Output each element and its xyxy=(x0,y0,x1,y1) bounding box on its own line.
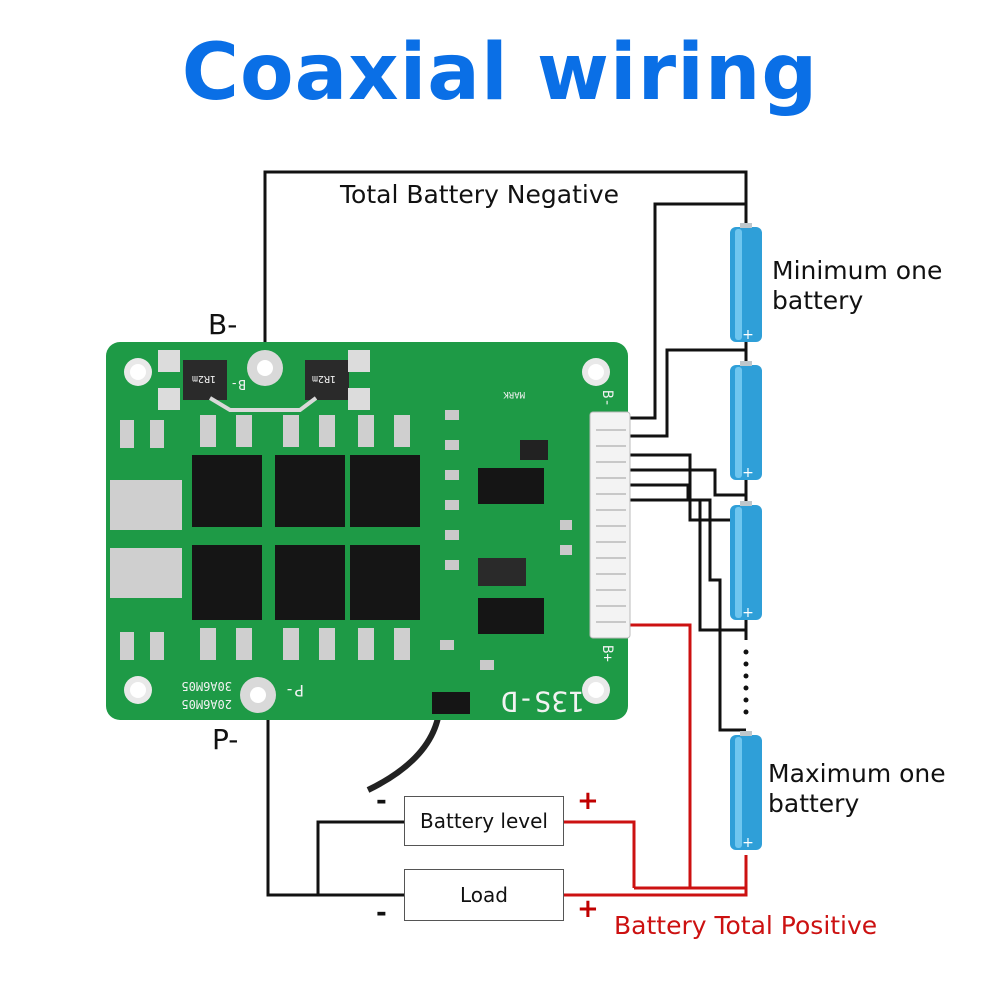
total-negative-label: Total Battery Negative xyxy=(340,180,620,209)
pcb-model-label: 13S-D xyxy=(501,685,585,718)
battery-level-label: Battery level xyxy=(420,809,548,833)
sense-wire-2 xyxy=(628,348,746,438)
pcb-code-1: 30A6M05 xyxy=(181,679,232,693)
min-battery-label: Minimum one battery xyxy=(772,256,943,315)
pcb-res-1: 1R2m xyxy=(192,373,216,384)
total-positive-wire xyxy=(562,855,748,897)
sense-wire-4 xyxy=(628,468,746,522)
load-minus-sign: - xyxy=(376,898,387,928)
diagram-title: Coaxial wiring xyxy=(181,28,819,118)
total-positive-label: Battery Total Positive xyxy=(614,911,878,940)
pcb-code-2: 20A6M05 xyxy=(181,697,232,711)
svg-text:+: + xyxy=(742,835,754,851)
positive-wires xyxy=(562,623,748,897)
load-box: Load xyxy=(404,869,564,921)
battery-level-minus-sign: - xyxy=(376,786,387,816)
b-minus-label: B- xyxy=(208,308,238,341)
battery-level-positive-wire xyxy=(562,820,636,888)
battery-cell-2: + xyxy=(730,361,762,481)
battery-level-box: Battery level xyxy=(404,796,564,846)
b-plus-sense-wire xyxy=(628,623,692,888)
sense-wire-6 xyxy=(628,498,746,732)
battery-cell-1: + xyxy=(730,223,762,343)
sense-wire-3 xyxy=(628,453,746,497)
more-cells-dots xyxy=(743,649,749,715)
battery-level-plus-sign: + xyxy=(577,786,599,816)
pcb-mark: MARK xyxy=(503,389,525,399)
total-negative-wire xyxy=(263,170,748,352)
sense-wire-1 xyxy=(628,202,746,420)
battery-level-negative-wire xyxy=(316,820,404,895)
load-label: Load xyxy=(460,883,508,907)
pcb-conn-b-minus: B- xyxy=(599,390,615,407)
negative-wires xyxy=(263,170,748,897)
pcb-conn-b-plus: B+ xyxy=(599,645,615,662)
bms-pcb: 13S-D 30A6M05 20A6M05 P- B- B- B+ MARK 1… xyxy=(106,342,631,720)
svg-text:+: + xyxy=(742,605,754,621)
pcb-pad-p-minus: P- xyxy=(285,681,304,700)
pcb-res-2: 1R2m xyxy=(312,373,336,384)
p-minus-label: P- xyxy=(212,723,239,756)
sense-wire-5 xyxy=(628,483,746,632)
pcb-pad-b-minus: B- xyxy=(230,376,246,391)
svg-text:+: + xyxy=(742,465,754,481)
svg-text:+: + xyxy=(742,327,754,343)
battery-cell-4: + xyxy=(730,731,762,851)
max-battery-label: Maximum one battery xyxy=(768,759,946,818)
battery-cell-3: + xyxy=(730,501,762,621)
p-minus-wire xyxy=(266,700,404,897)
load-plus-sign: + xyxy=(577,894,599,924)
